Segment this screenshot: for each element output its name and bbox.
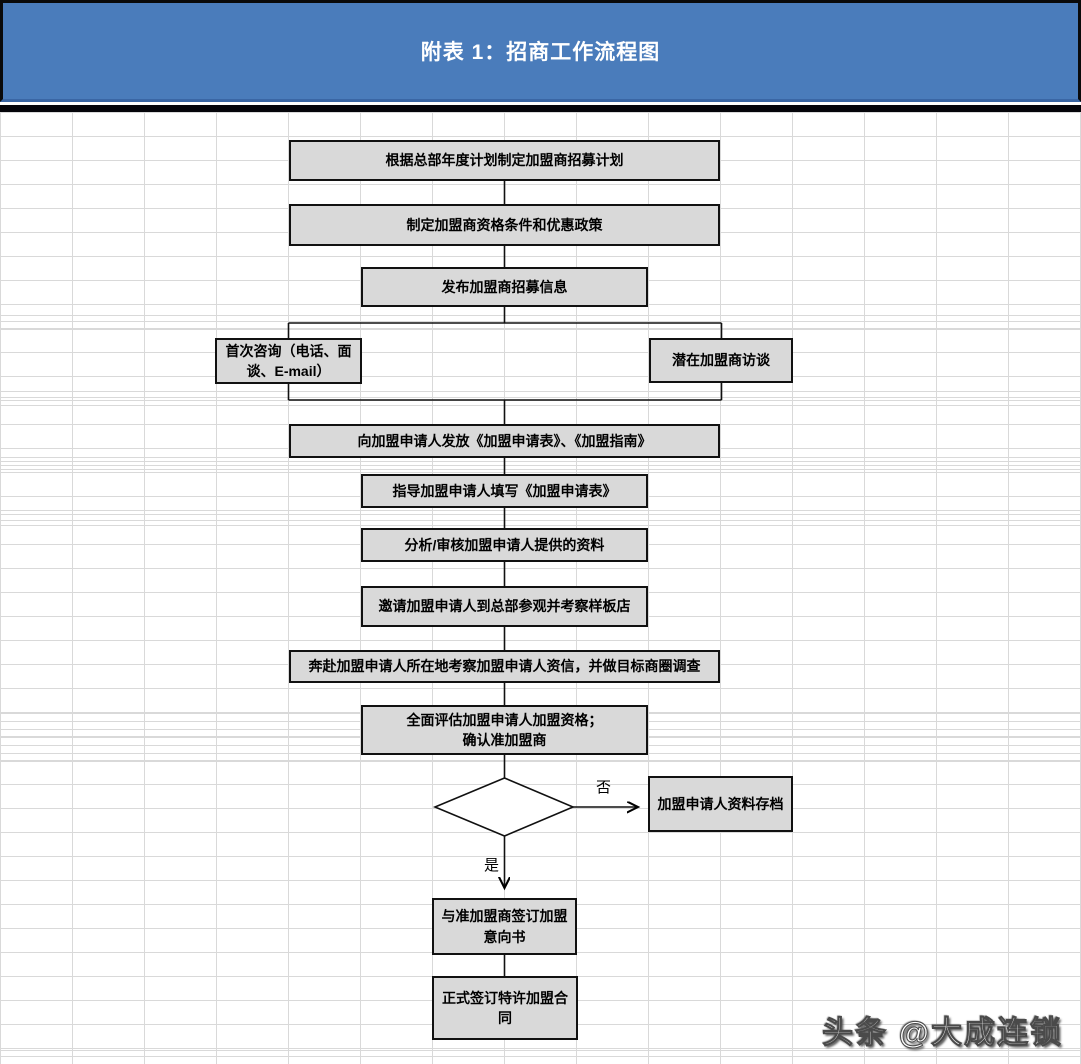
connector-lines: [287, 181, 723, 976]
decision-no-label: 否: [596, 779, 612, 796]
node-evaluate-confirm-franchisee: 全面评估加盟申请人加盟资格； 确认准加盟商: [361, 705, 648, 755]
decision-diamond: [432, 777, 576, 837]
page-title: 附表 1：招商工作流程图: [420, 41, 661, 64]
decision-yes-label: 是: [484, 857, 500, 874]
node-sign-letter-of-intent: 与准加盟商签订加盟意向书: [432, 898, 577, 955]
node-review-applicant-materials: 分析/审核加盟申请人提供的资料: [361, 528, 648, 562]
header-separator: [0, 105, 1081, 112]
title-bar: 附表 1：招商工作流程图: [0, 0, 1081, 102]
node-make-recruit-plan: 根据总部年度计划制定加盟商招募计划: [289, 140, 720, 181]
flow-canvas: 根据总部年度计划制定加盟商招募计划 制定加盟商资格条件和优惠政策 发布加盟商招募…: [0, 112, 1081, 1064]
node-potential-franchisee-interview: 潜在加盟商访谈: [649, 338, 793, 383]
watermark: 头条 @大成连锁: [822, 1015, 1063, 1051]
node-field-credit-investigation: 奔赴加盟申请人所在地考察加盟申请人资信，并做目标商圈调查: [289, 650, 720, 683]
node-send-application-forms: 向加盟申请人发放《加盟申请表》、《加盟指南》: [289, 424, 720, 458]
node-invite-hq-visit: 邀请加盟申请人到总部参观并考察样板店: [361, 586, 648, 627]
node-guide-fill-form: 指导加盟申请人填写《加盟申请表》: [361, 474, 648, 508]
node-archive-materials: 加盟申请人资料存档: [648, 776, 793, 832]
node-set-qualification-policy: 制定加盟商资格条件和优惠政策: [289, 204, 720, 246]
node-publish-recruit-info: 发布加盟商招募信息: [361, 267, 648, 307]
node-first-consultation: 首次咨询（电话、面谈、E-mail）: [215, 338, 362, 384]
node-sign-franchise-contract: 正式签订特许加盟合同: [432, 976, 578, 1040]
